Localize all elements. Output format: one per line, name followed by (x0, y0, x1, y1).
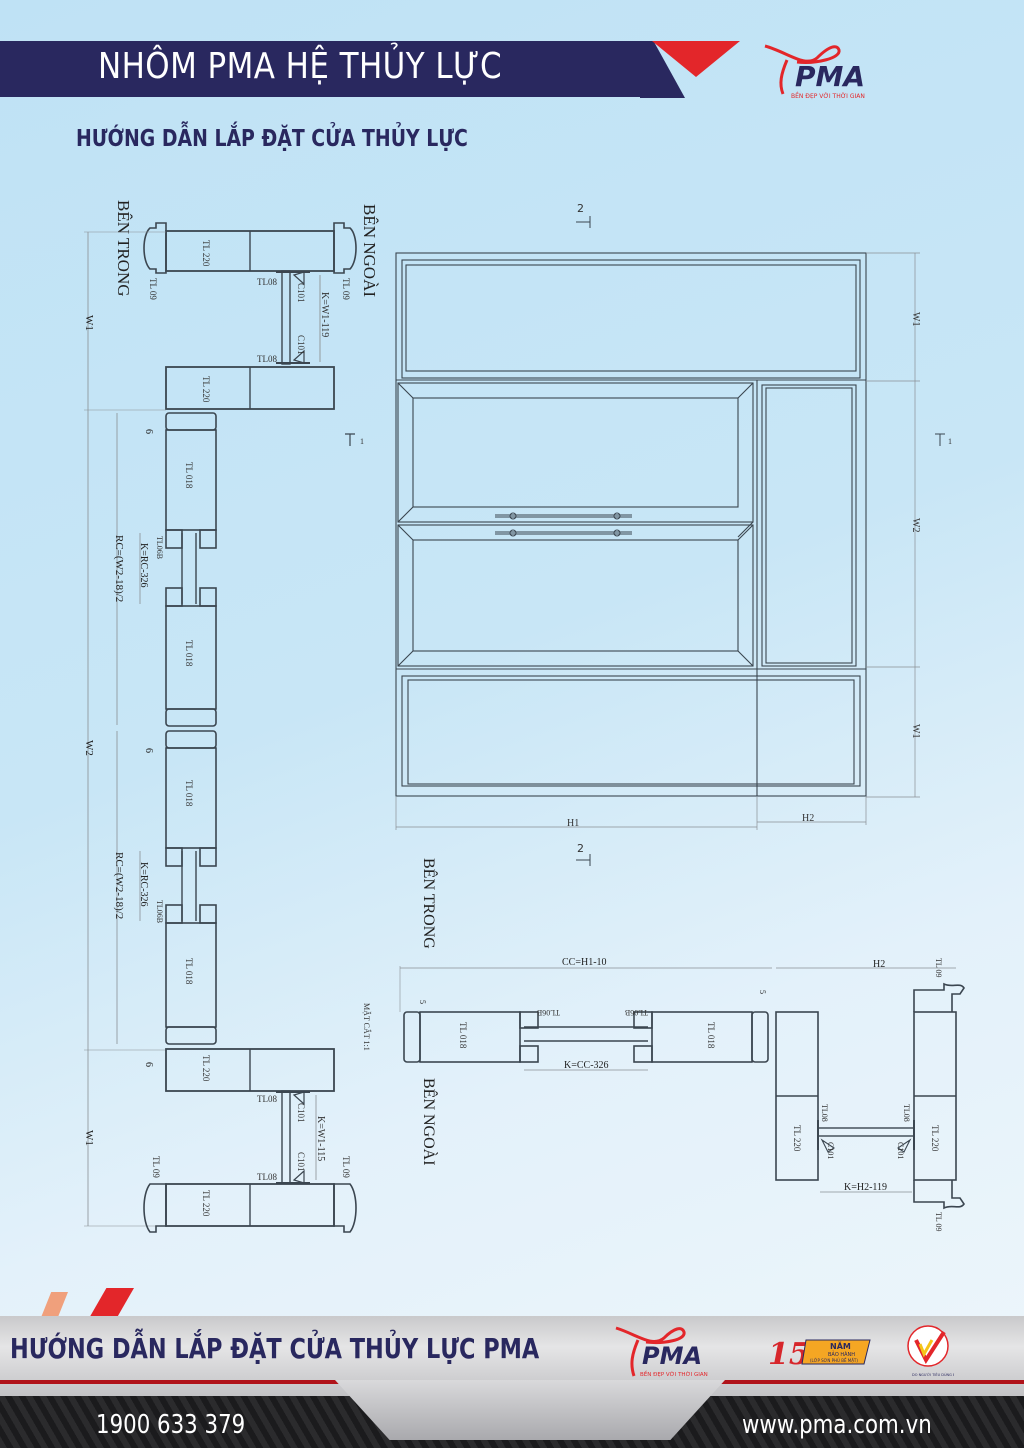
svg-text:TL 09: TL 09 (934, 1212, 943, 1231)
svg-text:TL06B: TL06B (155, 900, 164, 923)
footer-title: HƯỚNG DẪN LẮP ĐẶT CỬA THỦY LỰC PMA (10, 1332, 540, 1365)
svg-text:TL 09: TL 09 (148, 278, 158, 300)
svg-text:C101: C101 (296, 1152, 306, 1172)
svg-text:MẶT CẮT 1:1: MẶT CẮT 1:1 (362, 1003, 372, 1051)
svg-text:DO NGƯỜI TIÊU DÙNG BÌNH CHỌN: DO NGƯỜI TIÊU DÙNG BÌNH CHỌN (912, 1372, 954, 1377)
vertical-section: BÊN TRONG BÊN NGOÀI TL 220 TL 09 TL 09 T… (83, 200, 379, 1233)
svg-text:TL 018: TL 018 (706, 1022, 716, 1049)
svg-text:TL06B: TL06B (537, 1008, 560, 1017)
svg-text:C101: C101 (296, 1103, 306, 1123)
svg-text:1: 1 (360, 437, 364, 446)
svg-text:BỀN ĐẸP VỚI THỜI GIAN: BỀN ĐẸP VỚI THỜI GIAN (640, 1370, 708, 1378)
svg-text:TL 018: TL 018 (184, 640, 194, 667)
svg-text:TL 220: TL 220 (201, 1190, 211, 1217)
svg-text:2: 2 (577, 202, 584, 215)
svg-text:C101: C101 (896, 1142, 905, 1159)
page-title: NHÔM PMA HỆ THỦY LỰC (98, 46, 503, 87)
svg-text:5: 5 (758, 990, 767, 994)
svg-text:C101: C101 (296, 335, 306, 355)
svg-text:K=H2-119: K=H2-119 (844, 1182, 887, 1193)
svg-text:TL 09: TL 09 (341, 278, 351, 300)
technical-drawing: BÊN TRONG BÊN NGOÀI TL 220 TL 09 TL 09 T… (83, 200, 965, 1233)
svg-text:TL 220: TL 220 (201, 376, 211, 403)
svg-text:TL08: TL08 (257, 277, 277, 287)
svg-text:PMA: PMA (642, 1342, 702, 1370)
svg-text:W2: W2 (910, 518, 921, 532)
svg-text:TL 220: TL 220 (201, 240, 211, 267)
svg-text:TL06B: TL06B (625, 1008, 648, 1017)
horizontal-section: BÊN TRONG BÊN NGOÀI MẶT CẮT 1:1 CC=H1-10… (362, 858, 965, 1231)
svg-text:TL 09: TL 09 (341, 1156, 351, 1178)
svg-text:TL 018: TL 018 (184, 780, 194, 807)
svg-text:RC=(W2-18)/2: RC=(W2-18)/2 (113, 535, 125, 602)
svg-text:6: 6 (143, 1062, 154, 1067)
svg-text:C101: C101 (296, 283, 306, 303)
logo-tagline: BỀN ĐẸP VỚI THỜI GIAN (791, 92, 865, 100)
svg-text:W1: W1 (910, 312, 921, 326)
footer-notch (335, 1380, 725, 1440)
pma-logo: PMA BỀN ĐẸP VỚI THỜI GIAN (764, 44, 865, 100)
svg-text:NĂM: NĂM (830, 1340, 851, 1351)
svg-text:TL 220: TL 220 (201, 1055, 211, 1082)
footer-website-link[interactable]: www.pma.com.vn (742, 1410, 932, 1440)
warranty-badge: 15 NĂM BẢO HÀNH (LỚP SƠN PHỦ BỀ MẶT) (768, 1337, 871, 1370)
svg-text:CC=H1-10: CC=H1-10 (562, 957, 607, 968)
svg-text:2: 2 (577, 842, 584, 855)
svg-text:(LỚP SƠN PHỦ BỀ MẶT): (LỚP SƠN PHỦ BỀ MẶT) (810, 1358, 858, 1363)
svg-text:TL 09: TL 09 (151, 1156, 161, 1178)
footer-pma-logo: PMA BỀN ĐẸP VỚI THỜI GIAN (615, 1326, 708, 1378)
svg-text:H2: H2 (802, 813, 814, 824)
svg-text:K=RC-326: K=RC-326 (138, 862, 149, 907)
svg-text:TL08: TL08 (820, 1104, 829, 1122)
svg-text:TL08: TL08 (257, 1094, 277, 1104)
page-subtitle: HƯỚNG DẪN LẮP ĐẶT CỬA THỦY LỰC (76, 126, 468, 152)
label-ben-ngoai: BÊN NGOÀI (360, 204, 379, 297)
svg-text:6: 6 (143, 429, 154, 434)
quality-badge: DO NGƯỜI TIÊU DÙNG BÌNH CHỌN (907, 1325, 954, 1377)
svg-text:K=CC-326: K=CC-326 (564, 1060, 609, 1071)
svg-text:K=W1-115: K=W1-115 (315, 1116, 326, 1161)
svg-text:TL08: TL08 (902, 1104, 911, 1122)
svg-text:TL 018: TL 018 (184, 462, 194, 489)
svg-text:BÊN TRONG: BÊN TRONG (420, 858, 439, 949)
svg-text:TL 018: TL 018 (458, 1022, 468, 1049)
svg-text:W2: W2 (83, 740, 95, 756)
svg-text:6: 6 (143, 748, 154, 753)
svg-text:TL 220: TL 220 (792, 1125, 802, 1152)
svg-text:W1: W1 (83, 315, 95, 331)
svg-text:TL08: TL08 (257, 354, 277, 364)
svg-text:W1: W1 (910, 724, 921, 738)
svg-text:K=W1-119: K=W1-119 (319, 292, 330, 337)
label-ben-trong: BÊN TRONG (114, 200, 133, 297)
svg-text:K=RC-326: K=RC-326 (138, 543, 149, 588)
svg-text:C101: C101 (826, 1142, 835, 1159)
svg-text:W1: W1 (83, 1130, 95, 1146)
svg-text:BÊN NGOÀI: BÊN NGOÀI (420, 1078, 439, 1166)
svg-text:TL 09: TL 09 (934, 958, 943, 977)
title-band (0, 41, 650, 97)
red-triangle-accent (652, 41, 740, 77)
svg-text:TL 018: TL 018 (184, 958, 194, 985)
svg-text:H2: H2 (873, 959, 885, 970)
svg-text:RC=(W2-18)/2: RC=(W2-18)/2 (113, 852, 125, 919)
door-elevation: 2 (395, 202, 952, 866)
svg-text:H1: H1 (567, 818, 579, 829)
footer-phone[interactable]: 1900 633 379 (96, 1410, 246, 1440)
svg-text:TL 220: TL 220 (930, 1125, 940, 1152)
svg-text:TL08: TL08 (257, 1172, 277, 1182)
svg-text:TL06B: TL06B (155, 536, 164, 559)
svg-text:1: 1 (948, 437, 952, 446)
logo-brand: PMA (795, 60, 865, 93)
door-handle (495, 512, 632, 537)
svg-text:BẢO HÀNH: BẢO HÀNH (828, 1350, 855, 1358)
svg-text:5: 5 (418, 1000, 427, 1004)
